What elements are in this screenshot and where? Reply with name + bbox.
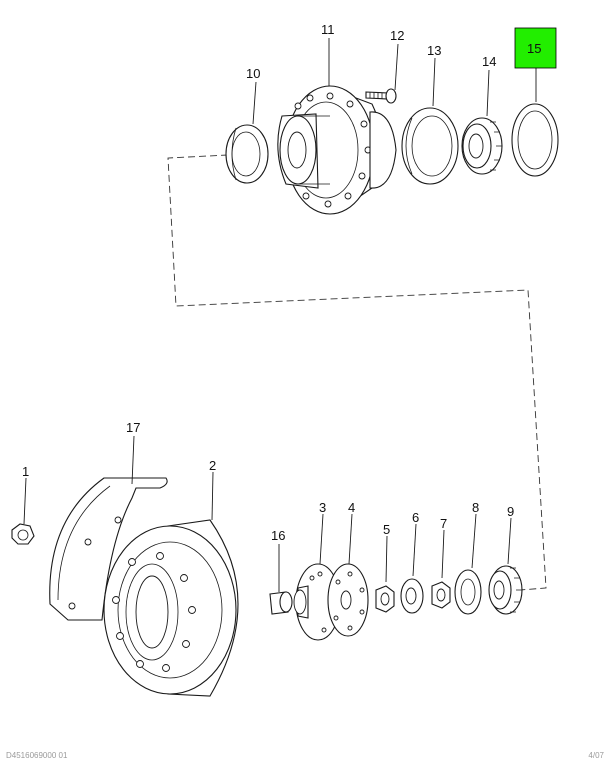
part-11-wheel-hub[interactable] bbox=[277, 85, 397, 215]
part-8-ring[interactable] bbox=[454, 569, 482, 615]
callout-13[interactable]: 13 bbox=[427, 43, 441, 58]
callout-4[interactable]: 4 bbox=[348, 500, 355, 515]
callout-3[interactable]: 3 bbox=[319, 500, 326, 515]
callout-6[interactable]: 6 bbox=[412, 510, 419, 525]
part-2-brake-drum[interactable] bbox=[103, 519, 239, 697]
assembly-path-dashed bbox=[167, 154, 547, 591]
part-1-nut[interactable] bbox=[11, 523, 35, 545]
part-17-dust-shield[interactable] bbox=[49, 477, 168, 621]
callout-15-highlight-box bbox=[514, 27, 557, 69]
part-14-bearing-cone[interactable] bbox=[461, 117, 503, 175]
callout-15[interactable]: 15 bbox=[527, 41, 541, 56]
callout-11[interactable]: 11 bbox=[321, 22, 335, 37]
part-16-cap[interactable] bbox=[269, 591, 293, 615]
callout-9[interactable]: 9 bbox=[507, 504, 514, 519]
part-7-nut[interactable] bbox=[431, 581, 451, 609]
leader-lines bbox=[23, 38, 537, 592]
footer-left-code: D4516069000 01 bbox=[6, 751, 68, 760]
callout-1[interactable]: 1 bbox=[22, 464, 29, 479]
callout-8[interactable]: 8 bbox=[472, 500, 479, 515]
callout-5[interactable]: 5 bbox=[383, 522, 390, 537]
part-15-oil-seal[interactable] bbox=[511, 103, 559, 177]
callout-12[interactable]: 12 bbox=[390, 28, 404, 43]
part-12-wheel-stud[interactable] bbox=[365, 88, 397, 104]
callout-7[interactable]: 7 bbox=[440, 516, 447, 531]
callout-2[interactable]: 2 bbox=[209, 458, 216, 473]
part-9-bearing-cone[interactable] bbox=[488, 565, 523, 615]
callout-10[interactable]: 10 bbox=[246, 66, 260, 81]
part-5-nut[interactable] bbox=[375, 585, 395, 613]
callout-16[interactable]: 16 bbox=[271, 528, 285, 543]
callout-17[interactable]: 17 bbox=[126, 420, 140, 435]
footer-right-code: 4/07 bbox=[588, 751, 604, 760]
part-3-hub-flange[interactable] bbox=[293, 563, 341, 641]
part-10-bearing-cup[interactable] bbox=[225, 124, 269, 184]
part-4-plate[interactable] bbox=[327, 563, 369, 637]
part-6-washer[interactable] bbox=[400, 578, 424, 614]
part-13-bearing-cup[interactable] bbox=[401, 107, 459, 185]
callout-14[interactable]: 14 bbox=[482, 54, 496, 69]
